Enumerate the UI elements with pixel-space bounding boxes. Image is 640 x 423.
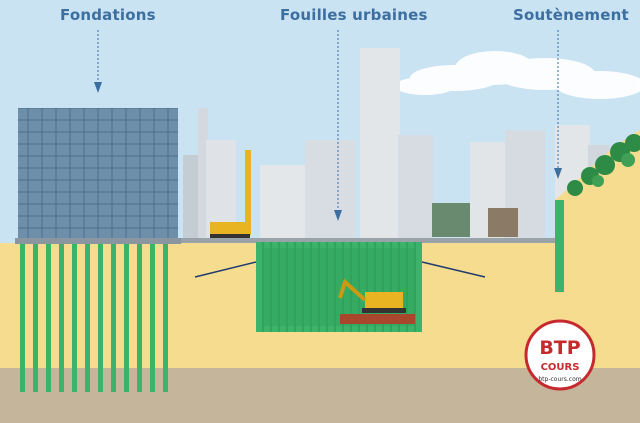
- drilling-rig: [210, 150, 251, 238]
- arrow-fondations-icon: [94, 82, 102, 93]
- label-fouilles-urbaines: Fouilles urbaines: [280, 6, 428, 24]
- retaining-wall: [555, 200, 564, 292]
- logo-title: BTP: [539, 337, 580, 359]
- logo: BTP COURS btp-cours.com: [524, 319, 596, 391]
- foundation-piles: [20, 244, 168, 392]
- logo-badge: [524, 319, 596, 391]
- excavation-pit: [194, 242, 486, 332]
- clouds: [395, 51, 640, 99]
- trucks: [432, 203, 518, 237]
- road: [180, 238, 555, 244]
- pointer-arrows: [97, 30, 559, 210]
- trees: [567, 134, 640, 196]
- label-soutenement: Soutènement: [513, 6, 629, 24]
- office-building: [15, 108, 181, 244]
- logo-url: btp-cours.com: [538, 376, 581, 383]
- label-fondations: Fondations: [60, 6, 156, 24]
- arrow-soutenement-icon: [554, 168, 562, 179]
- logo-subtitle: COURS: [541, 362, 580, 373]
- arrow-fouilles-icon: [334, 210, 342, 221]
